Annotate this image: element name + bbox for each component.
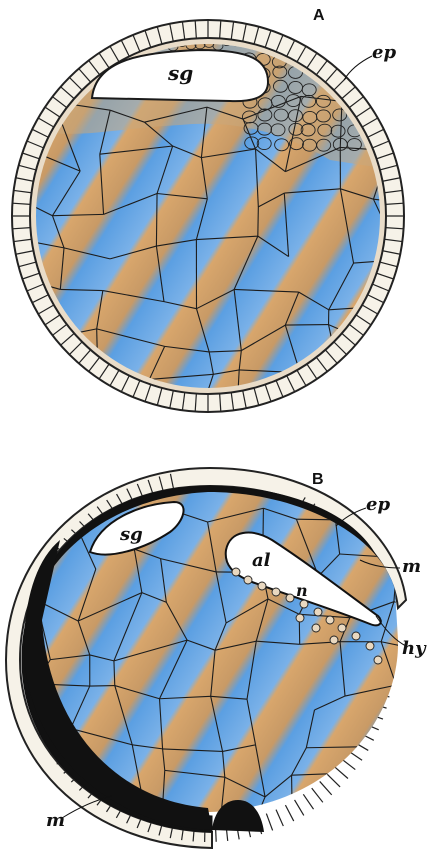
cell-wall bbox=[292, 775, 293, 822]
hypoblast-cell bbox=[330, 636, 338, 644]
cell-wall bbox=[59, 381, 98, 385]
hypoblast-cell bbox=[338, 624, 346, 632]
cell-wall bbox=[237, 418, 286, 426]
hypoblast-cell bbox=[312, 624, 320, 632]
cell-wall bbox=[418, 329, 432, 395]
hypoblast-cell bbox=[258, 582, 266, 590]
cell-wall bbox=[327, 428, 386, 435]
hypoblast-cell bbox=[272, 588, 280, 596]
cell-wall bbox=[156, 194, 157, 247]
cell-wall bbox=[20, 372, 59, 386]
hypoblast-cell bbox=[352, 632, 360, 640]
cell-wall bbox=[394, 99, 432, 110]
cell-wall bbox=[45, 505, 69, 510]
cell-wall bbox=[8, 349, 20, 371]
cell-wall bbox=[346, 828, 394, 840]
hypoblast-cell bbox=[232, 568, 240, 576]
cell-wall bbox=[61, 436, 119, 445]
figure-b-label-al: al bbox=[252, 550, 271, 571]
cell-wall bbox=[119, 427, 151, 436]
cell-wall bbox=[339, 373, 387, 383]
epidermis-cell-wall bbox=[303, 794, 313, 809]
cell-wall bbox=[387, 293, 432, 306]
cell-wall bbox=[423, 165, 432, 207]
cell-wall bbox=[387, 306, 390, 351]
figure-b-label-m-right: m bbox=[402, 556, 421, 577]
figure-b-label-hy: hy bbox=[402, 638, 427, 659]
cell-wall bbox=[418, 394, 432, 445]
cell-wall bbox=[18, 372, 19, 440]
figure-a-label-ep: ep bbox=[372, 42, 396, 63]
cell-wall bbox=[396, 685, 432, 697]
epidermis-cell-wall bbox=[276, 810, 283, 826]
cell-wall bbox=[402, 253, 432, 260]
figure-b-label-m-bottom: m bbox=[46, 810, 65, 831]
hypoblast-cell bbox=[286, 594, 294, 602]
figure-a-panel-label: A bbox=[313, 7, 325, 24]
epidermis-cell-wall bbox=[312, 788, 323, 802]
cell-wall bbox=[18, 440, 60, 446]
figure-b-label-sg: sg bbox=[119, 524, 143, 545]
figure-a-ep-leader bbox=[344, 56, 372, 80]
figure-b-label-ep: ep bbox=[366, 494, 390, 515]
cell-wall bbox=[387, 351, 389, 384]
cell-wall bbox=[190, 418, 236, 444]
cell-wall bbox=[380, 793, 432, 794]
epidermis-cell-wall bbox=[327, 774, 340, 787]
cell-wall bbox=[389, 329, 432, 351]
cell-wall bbox=[59, 386, 61, 446]
cell-wall bbox=[285, 325, 328, 326]
figure-b-panel-label: B bbox=[312, 471, 324, 488]
cell-wall bbox=[346, 773, 357, 841]
cell-wall bbox=[361, 747, 389, 752]
figure-b: B sg ep al n m hy m bbox=[6, 468, 432, 848]
cell-wall bbox=[357, 773, 380, 795]
hypoblast-cell bbox=[300, 600, 308, 608]
cell-wall bbox=[386, 383, 387, 428]
hypoblast-cell bbox=[296, 614, 304, 622]
cell-wall bbox=[327, 373, 339, 435]
hypoblast-cell bbox=[314, 608, 322, 616]
cell-wall bbox=[378, 522, 432, 526]
cell-wall bbox=[357, 747, 360, 773]
cell-wall bbox=[292, 822, 346, 840]
cell-wall bbox=[394, 823, 432, 828]
hypoblast-cell bbox=[374, 656, 382, 664]
epidermis-cell-wall bbox=[266, 814, 272, 831]
cell-wall bbox=[389, 746, 432, 751]
figure-b-label-n: n bbox=[296, 581, 308, 600]
epidermis-cell-wall bbox=[320, 781, 332, 794]
epidermis-cell-wall bbox=[334, 767, 348, 779]
cell-wall bbox=[423, 110, 432, 165]
cell-wall bbox=[386, 428, 432, 445]
cell-wall bbox=[8, 279, 22, 350]
cell-wall bbox=[151, 427, 191, 444]
epidermis-cell-wall bbox=[295, 800, 304, 815]
cell-wall bbox=[10, 112, 20, 142]
cell-wall bbox=[380, 752, 389, 795]
epidermis-cell-wall bbox=[285, 805, 293, 821]
cell-wall bbox=[258, 207, 259, 236]
figure-a: sg A ep bbox=[8, 7, 432, 446]
figure-a-label-sg: sg bbox=[167, 61, 193, 85]
hypoblast-cell bbox=[326, 616, 334, 624]
hypoblast-cell bbox=[366, 642, 374, 650]
hypoblast-cell bbox=[244, 576, 252, 584]
